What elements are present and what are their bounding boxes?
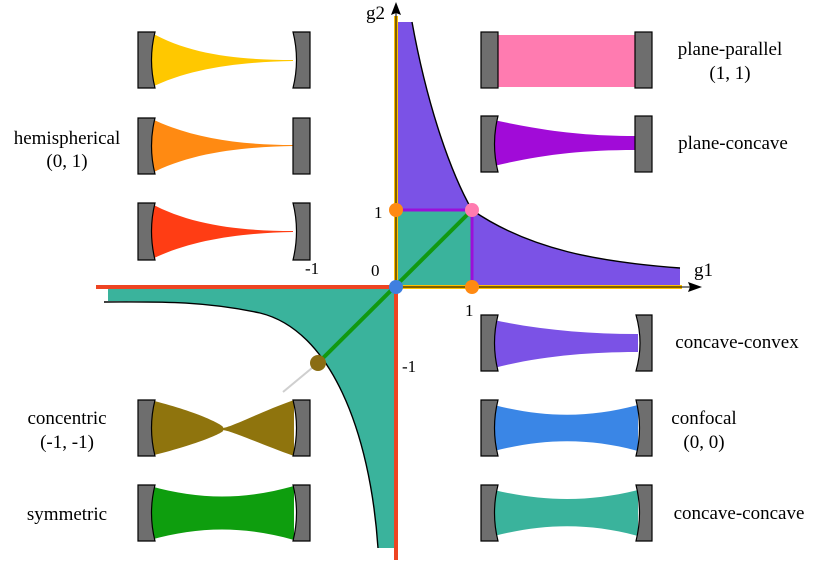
mirror-right-flat: [292, 117, 311, 175]
mirror-right: [292, 484, 311, 542]
mirror-left: [137, 484, 156, 542]
stability-plot: g2 g1 0 1 1 -1 -1: [96, 2, 713, 560]
mirror-left: [480, 115, 499, 173]
label-plane-parallel: plane-parallel: [678, 39, 782, 60]
point-confocal: [389, 280, 403, 294]
beam-purple: [494, 320, 638, 368]
origin-label: 0: [371, 261, 380, 280]
cavity-plane-parallel: [480, 31, 653, 89]
mirror-left: [137, 399, 156, 457]
beam-violet: [494, 120, 635, 166]
cavity-concentric: [137, 399, 311, 457]
cavity-left-yellow: [137, 31, 311, 89]
label-concentric-coords: (-1, -1): [40, 432, 94, 453]
beam-blue: [494, 405, 638, 451]
cavity-confocal: [480, 399, 653, 457]
label-confocal-coords: (0, 0): [683, 432, 724, 453]
y-tick-positive: 1: [374, 203, 383, 222]
point-plane-parallel: [465, 203, 479, 217]
mirror-right-flat: [634, 31, 653, 89]
mirror-right-flat: [634, 115, 653, 173]
hyperbola-lower: [103, 301, 379, 549]
point-hemispherical: [389, 203, 403, 217]
beam-brown: [150, 400, 294, 456]
beam-red: [150, 203, 293, 260]
label-hemispherical-coords: (0, 1): [46, 151, 87, 172]
label-concave-concave: concave-concave: [674, 503, 805, 524]
y-axis-label: g2: [366, 3, 385, 24]
mirror-right: [635, 399, 653, 457]
x-axis-label: g1: [694, 260, 713, 281]
label-plane-parallel-coords: (1, 1): [709, 63, 750, 84]
cavity-hemispherical: [137, 117, 311, 175]
label-symmetric: symmetric: [27, 504, 107, 525]
mirror-right: [292, 31, 311, 89]
mirror-left: [137, 202, 156, 261]
mirror-left-flat: [480, 31, 499, 89]
cavity-plane-concave: [480, 115, 653, 173]
beam-teal: [494, 490, 638, 536]
mirror-left: [480, 399, 499, 457]
point-concentric: [310, 355, 326, 371]
cavity-concave-convex: [480, 314, 653, 372]
label-concentric: concentric: [27, 408, 106, 429]
mirror-left: [137, 31, 156, 89]
point-plane-concave-axis: [465, 280, 479, 294]
y-tick-negative: -1: [402, 357, 416, 376]
x-axis-arrowhead: [688, 282, 702, 292]
beam-green: [150, 486, 294, 540]
cavity-left-red: [137, 202, 311, 261]
beam-yellow: [150, 32, 293, 88]
x-tick-positive: 1: [465, 301, 474, 320]
cavity-concave-concave: [480, 484, 653, 542]
mirror-right: [292, 399, 311, 457]
mirror-left: [480, 484, 499, 542]
mirror-right-convex: [635, 314, 653, 372]
label-concave-convex: concave-convex: [675, 332, 799, 353]
label-hemispherical: hemispherical: [14, 128, 121, 149]
beam-pink: [498, 35, 635, 87]
mirror-left: [137, 117, 156, 175]
cavity-symmetric: [137, 484, 311, 542]
mirror-right: [635, 484, 653, 542]
beam-orange: [150, 118, 293, 174]
lower-stable-region: [108, 287, 396, 548]
x-tick-negative: -1: [305, 259, 319, 278]
mirror-right-convex: [292, 202, 311, 261]
mirror-left: [480, 314, 499, 372]
y-axis-arrowhead: [391, 2, 401, 15]
label-plane-concave: plane-concave: [678, 133, 788, 154]
label-confocal: confocal: [671, 408, 736, 429]
